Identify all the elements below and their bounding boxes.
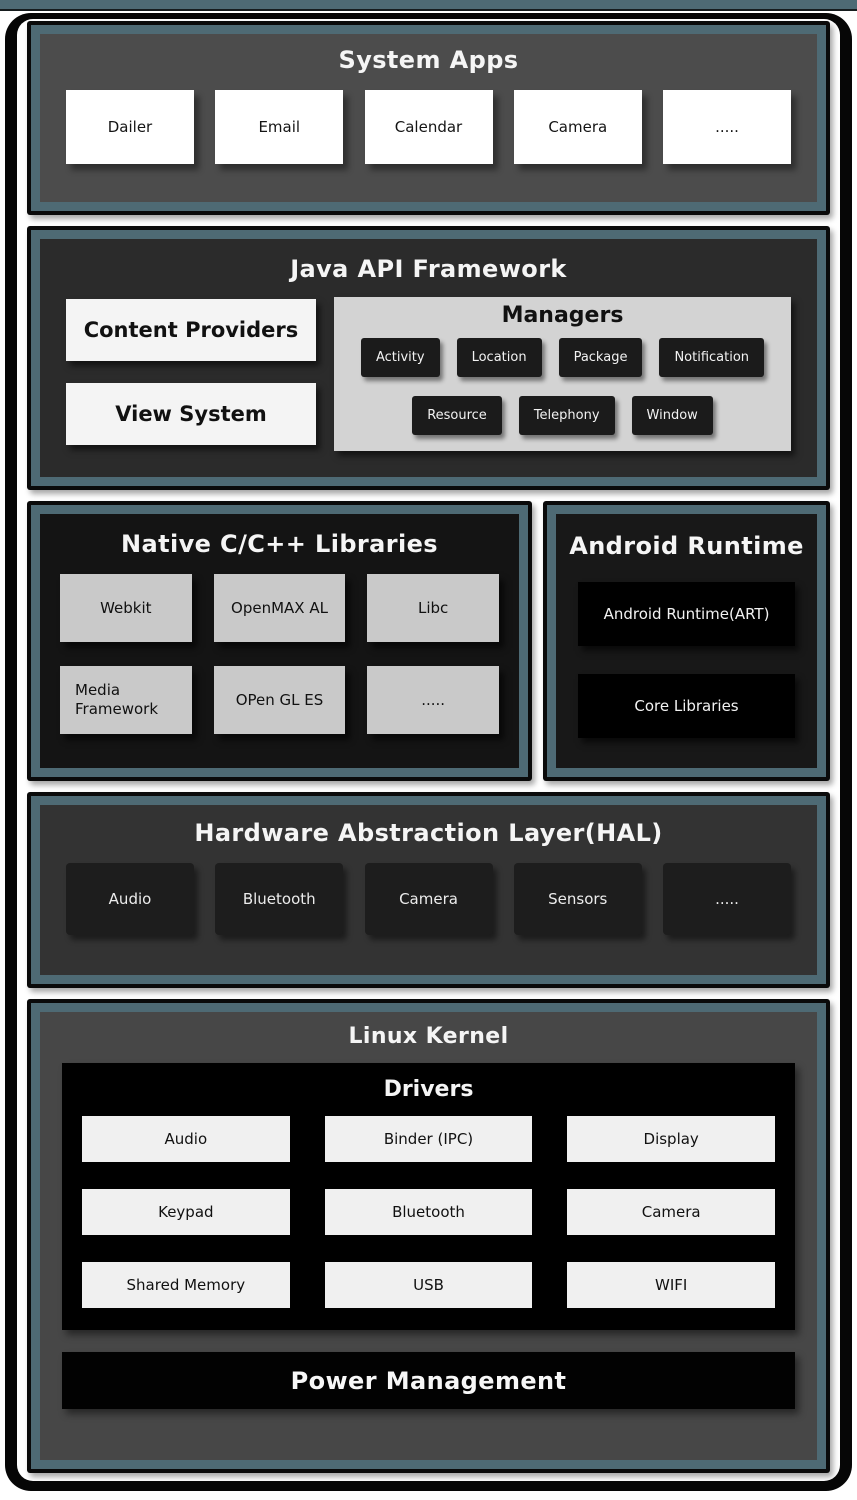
diagram-outer-frame: System Apps Dailer Email Calendar Camera… (5, 13, 852, 1491)
java-left-column: Content Providers View System (66, 297, 316, 451)
android-runtime-boxes: Android Runtime(ART) Core Libraries (578, 582, 795, 738)
driver-box-wifi: WIFI (567, 1262, 775, 1308)
native-box-libc: Libc (367, 574, 499, 642)
section-hal: Hardware Abstraction Layer(HAL) Audio Bl… (27, 792, 830, 988)
native-libraries-title: Native C/C++ Libraries (121, 530, 438, 558)
core-libraries-box: Core Libraries (578, 674, 795, 738)
managers-panel: Managers Activity Location Package Notif… (334, 297, 791, 451)
manager-chip-notification: Notification (659, 338, 765, 377)
hal-panel: Hardware Abstraction Layer(HAL) Audio Bl… (31, 796, 826, 984)
hal-box-bluetooth: Bluetooth (215, 863, 344, 935)
hal-box-more: ..... (663, 863, 791, 935)
manager-chip-resource: Resource (412, 396, 502, 435)
section-system-apps: System Apps Dailer Email Calendar Camera… (27, 21, 830, 215)
java-api-title: Java API Framework (290, 255, 567, 283)
managers-row-2: Resource Telephony Window (344, 396, 781, 435)
system-apps-title: System Apps (338, 46, 519, 74)
middle-row: Native C/C++ Libraries Webkit OpenMAX AL… (27, 501, 830, 781)
native-libraries-grid: Webkit OpenMAX AL Libc Media Framework O… (60, 574, 499, 734)
driver-box-shared-memory: Shared Memory (82, 1262, 290, 1308)
native-box-webkit: Webkit (60, 574, 192, 642)
managers-title: Managers (501, 303, 624, 328)
native-box-openmax-al: OpenMAX AL (213, 574, 346, 642)
driver-box-audio: Audio (82, 1116, 290, 1162)
section-java-api-framework: Java API Framework Content Providers Vie… (27, 226, 830, 490)
linux-kernel-panel: Linux Kernel Drivers Audio Binder (IPC) … (31, 1003, 826, 1469)
native-box-opengl-es: OPen GL ES (213, 666, 346, 734)
driver-box-binder-ipc: Binder (IPC) (324, 1116, 533, 1162)
section-android-runtime: Android Runtime Android Runtime(ART) Cor… (543, 501, 830, 781)
diagram-content: System Apps Dailer Email Calendar Camera… (17, 19, 840, 1481)
app-box-more: ..... (663, 90, 791, 164)
app-box-dailer: Dailer (66, 90, 194, 164)
system-apps-row: Dailer Email Calendar Camera ..... (40, 90, 817, 164)
system-apps-panel: System Apps Dailer Email Calendar Camera… (31, 25, 826, 211)
java-api-panel: Java API Framework Content Providers Vie… (31, 230, 826, 486)
art-box: Android Runtime(ART) (578, 582, 795, 646)
manager-chip-activity: Activity (360, 338, 440, 377)
power-management-box: Power Management (62, 1352, 795, 1409)
section-native-libraries: Native C/C++ Libraries Webkit OpenMAX AL… (27, 501, 532, 781)
driver-box-camera: Camera (567, 1189, 775, 1235)
driver-box-bluetooth: Bluetooth (324, 1189, 533, 1235)
app-box-calendar: Calendar (364, 90, 493, 164)
manager-chip-telephony: Telephony (518, 396, 615, 435)
driver-box-keypad: Keypad (82, 1189, 290, 1235)
hal-box-sensors: Sensors (513, 863, 642, 935)
section-linux-kernel: Linux Kernel Drivers Audio Binder (IPC) … (27, 999, 830, 1473)
native-box-media-framework: Media Framework (60, 666, 192, 734)
native-libraries-panel: Native C/C++ Libraries Webkit OpenMAX AL… (31, 505, 528, 777)
driver-box-display: Display (567, 1116, 775, 1162)
drivers-title: Drivers (383, 1077, 474, 1102)
android-runtime-panel: Android Runtime Android Runtime(ART) Cor… (547, 505, 826, 777)
manager-chip-window: Window (631, 396, 713, 435)
hal-row: Audio Bluetooth Camera Sensors ..... (40, 863, 817, 935)
java-api-body: Content Providers View System Managers A… (40, 297, 817, 451)
managers-row-1: Activity Location Package Notification (344, 338, 781, 377)
hal-box-audio: Audio (66, 863, 194, 935)
app-box-camera: Camera (513, 90, 642, 164)
hal-title: Hardware Abstraction Layer(HAL) (194, 819, 663, 847)
hal-box-camera: Camera (364, 863, 493, 935)
view-system-box: View System (66, 383, 316, 445)
driver-box-usb: USB (324, 1262, 533, 1308)
top-slate-strip (0, 0, 857, 11)
app-box-email: Email (215, 90, 344, 164)
drivers-container: Drivers Audio Binder (IPC) Display Keypa… (62, 1063, 795, 1330)
drivers-grid: Audio Binder (IPC) Display Keypad Blueto… (82, 1116, 775, 1308)
manager-chip-location: Location (456, 338, 542, 377)
native-box-more: ..... (367, 666, 499, 734)
android-runtime-title: Android Runtime (569, 532, 804, 560)
manager-chip-package: Package (558, 338, 643, 377)
content-providers-box: Content Providers (66, 299, 316, 361)
linux-kernel-title: Linux Kernel (348, 1024, 509, 1049)
